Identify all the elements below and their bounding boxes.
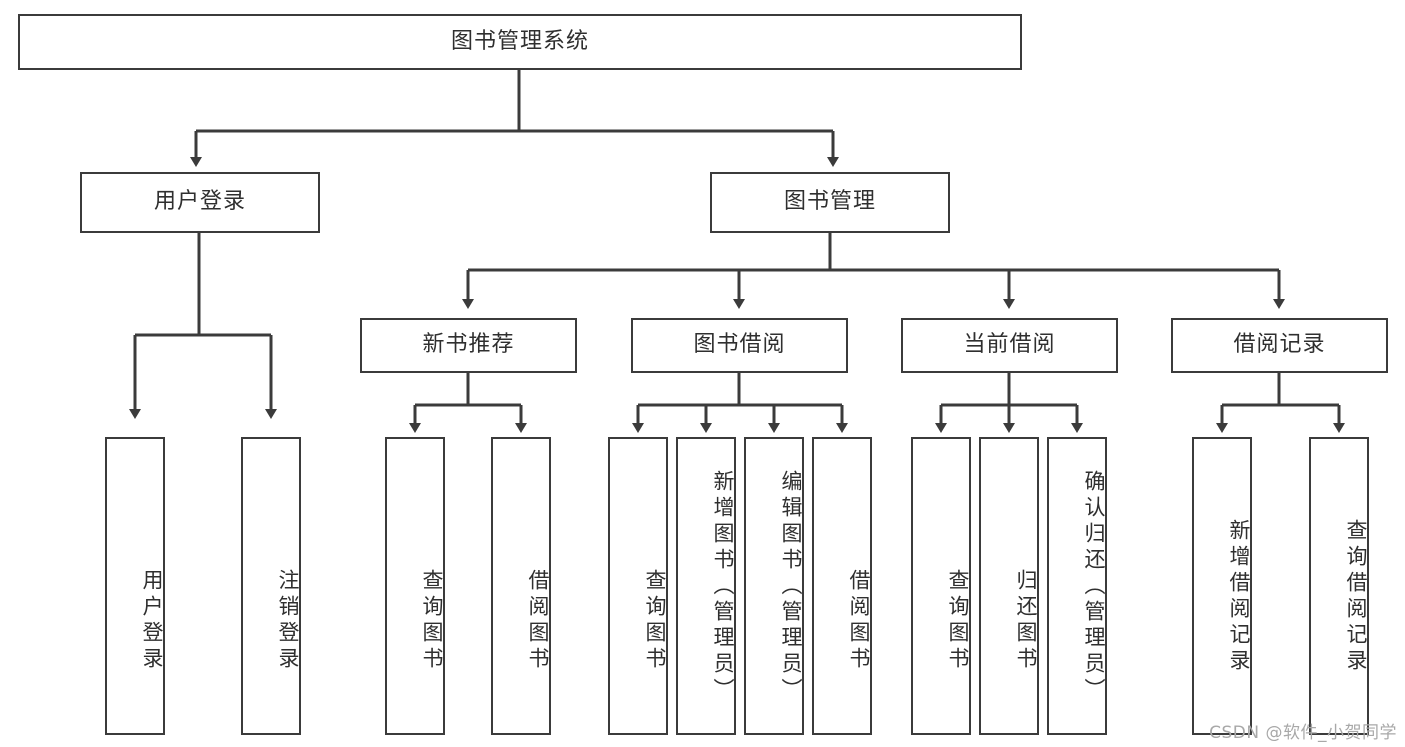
csdn-watermark: CSDN @软件_小贺同学 (1209, 723, 1397, 743)
leaf-query-book-borrow-label: 查询图书 (643, 568, 667, 673)
leaf-borrow-book-borrow-label: 借阅图书 (847, 568, 871, 673)
node-borrow-record-label: 借阅记录 (1233, 332, 1326, 358)
leaf-borrow-book-borrow[interactable]: 借阅图书 (812, 437, 872, 735)
leaf-logout-login[interactable]: 注销登录 (241, 437, 301, 735)
node-borrow-record[interactable]: 借阅记录 (1171, 318, 1388, 373)
node-root-label: 图书管理系统 (450, 28, 589, 54)
leaf-query-book-borrow[interactable]: 查询图书 (608, 437, 668, 735)
node-user-login[interactable]: 用户登录 (80, 172, 320, 233)
leaf-add-book[interactable]: 新增图书（管理员） (676, 437, 736, 735)
node-book-borrow-label: 图书借阅 (693, 332, 786, 358)
node-new-book-recommend[interactable]: 新书推荐 (360, 318, 577, 373)
leaf-return-book-label: 归还图书 (1014, 568, 1038, 673)
leaf-borrow-book-recommend-label: 借阅图书 (526, 568, 550, 673)
leaf-query-book-current[interactable]: 查询图书 (911, 437, 971, 735)
node-book-borrow[interactable]: 图书借阅 (631, 318, 848, 373)
leaf-logout-login-label: 注销登录 (276, 568, 300, 673)
node-root[interactable]: 图书管理系统 (18, 14, 1022, 70)
node-current-borrow-label: 当前借阅 (963, 332, 1056, 358)
leaf-confirm-return-label: 确认归还（管理员） (1082, 470, 1106, 704)
leaf-query-book-recommend[interactable]: 查询图书 (385, 437, 445, 735)
leaf-add-borrow-record[interactable]: 新增借阅记录 (1192, 437, 1252, 735)
leaf-return-book[interactable]: 归还图书 (979, 437, 1039, 735)
node-current-borrow[interactable]: 当前借阅 (901, 318, 1118, 373)
leaf-query-book-recommend-label: 查询图书 (420, 568, 444, 673)
leaf-user-login[interactable]: 用户登录 (105, 437, 165, 735)
leaf-borrow-book-recommend[interactable]: 借阅图书 (491, 437, 551, 735)
node-book-manage[interactable]: 图书管理 (710, 172, 950, 233)
leaf-confirm-return[interactable]: 确认归还（管理员） (1047, 437, 1107, 735)
node-user-login-label: 用户登录 (153, 189, 246, 215)
node-book-manage-label: 图书管理 (783, 189, 876, 215)
leaf-edit-book[interactable]: 编辑图书（管理员） (744, 437, 804, 735)
leaf-user-login-label: 用户登录 (140, 568, 164, 673)
leaf-query-borrow-record[interactable]: 查询借阅记录 (1309, 437, 1369, 735)
leaf-query-book-current-label: 查询图书 (946, 568, 970, 673)
leaf-edit-book-label: 编辑图书（管理员） (779, 470, 803, 704)
leaf-add-book-label: 新增图书（管理员） (711, 470, 735, 704)
node-new-book-recommend-label: 新书推荐 (422, 332, 515, 358)
leaf-add-borrow-record-label: 新增借阅记录 (1227, 519, 1251, 675)
leaf-query-borrow-record-label: 查询借阅记录 (1344, 519, 1368, 675)
